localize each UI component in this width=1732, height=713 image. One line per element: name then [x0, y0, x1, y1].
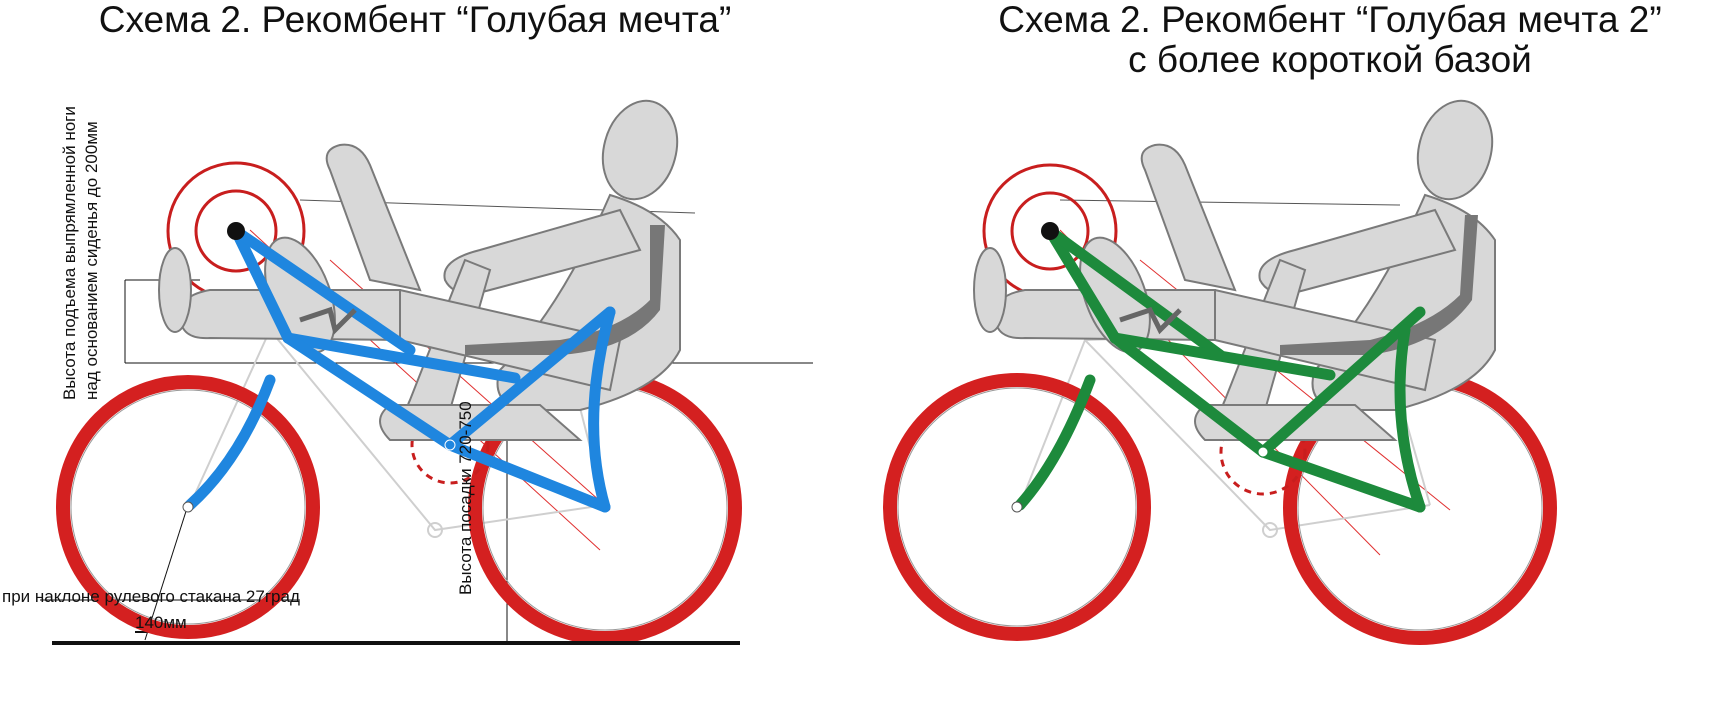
right-title-line-2: с более короткой базой: [1128, 39, 1532, 80]
crank-joint: [444, 439, 456, 451]
steering-axis-line: [144, 504, 189, 641]
frame: [184, 225, 616, 513]
front-hub: [182, 501, 194, 513]
pedal-circle-inner: [194, 189, 278, 273]
right-diagram-title: Схема 2. Рекомбент “Голубая мечта 2” с б…: [960, 0, 1700, 80]
crank-joint-right: [1257, 446, 1269, 458]
left-diagram-title: Схема 2. Рекомбент “Голубая мечта”: [40, 0, 790, 40]
left-diagram: Высота подъема выпрямленной ноги над осн…: [2, 91, 813, 645]
trail-label: 140мм: [135, 613, 187, 632]
front-wheel-right: [883, 373, 1151, 641]
bottom-bracket-right: [1041, 222, 1059, 240]
head-tube-note: при наклоне рулевого стакана 27град: [2, 587, 300, 606]
right-diagram: [883, 91, 1557, 645]
crank-circle: [410, 405, 490, 485]
seat-right: [1280, 215, 1478, 355]
leg-height-label-line-1: Высота подъема выпрямленной ноги: [60, 106, 79, 400]
frame-right: [1014, 225, 1426, 513]
front-hub-right: [1011, 501, 1023, 513]
right-title-line-1: Схема 2. Рекомбент “Голубая мечта 2”: [998, 0, 1662, 40]
leg-height-label-line-2: над основанием сиденья до 200мм: [82, 121, 101, 400]
front-wheel: [56, 375, 320, 639]
handlebar-right: [1119, 306, 1182, 335]
handlebar: [299, 306, 357, 335]
left-title-line-1: Схема 2. Рекомбент “Голубая мечта”: [98, 0, 732, 40]
seat-height-label: Высота посадки 720-750: [456, 401, 475, 595]
pedal-circle-inner-right: [1010, 191, 1090, 271]
bottom-bracket: [227, 222, 245, 240]
